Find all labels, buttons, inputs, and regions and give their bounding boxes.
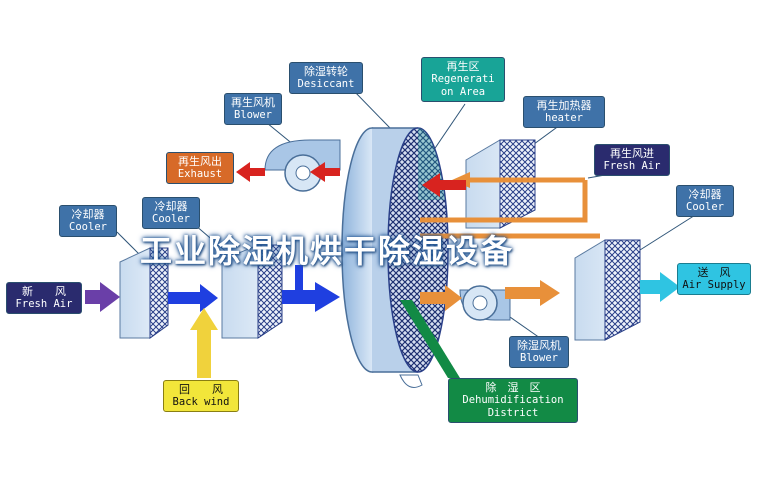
label-dehum-district-en2: District <box>487 407 539 419</box>
cooler-left-unit <box>119 247 169 339</box>
label-cooler-middle-cn: 冷却器 <box>154 200 188 213</box>
label-regen-fresh-air-cn: 再生风进 <box>610 147 654 160</box>
regen-heater-unit <box>465 139 536 229</box>
label-air-supply-en: Air Supply <box>682 279 746 291</box>
label-regen-blower: 再生风机 Blower <box>224 93 282 125</box>
label-dehum-blower: 除湿风机 Blower <box>509 336 569 368</box>
label-cooler-left-en: Cooler <box>69 221 107 233</box>
label-back-wind-cn: 回 风 <box>179 383 223 396</box>
label-dehum-district-cn: 除 湿 区 <box>485 381 541 394</box>
label-regeneration-area-en1: Regenerati <box>431 73 495 85</box>
headline: 工业除湿机烘干除湿设备 <box>140 232 515 270</box>
back-wind-arrow <box>190 308 218 378</box>
label-cooler-left-cn: 冷却器 <box>71 208 105 221</box>
label-regen-fresh-air-en: Fresh Air <box>603 160 661 172</box>
supply-air-arrow <box>640 272 680 302</box>
label-regeneration-area-en2: on Area <box>440 86 486 98</box>
cooler-right-unit <box>574 239 641 341</box>
label-back-wind: 回 风 Back wind <box>163 380 239 412</box>
label-regeneration-area-cn: 再生区 <box>446 60 480 73</box>
label-dehum-district-en1: Dehumidification <box>462 394 564 406</box>
label-back-wind-en: Back wind <box>172 396 230 408</box>
to-cooler-arrow <box>505 280 560 306</box>
label-air-supply-cn: 送 风 <box>697 266 731 279</box>
label-desiccant-en: Desiccant <box>297 78 355 90</box>
label-cooler-right-en: Cooler <box>686 201 724 213</box>
label-cooler-middle-en: Cooler <box>152 213 190 225</box>
label-regen-exhaust: 再生风出 Exhaust <box>166 152 234 184</box>
label-regen-heater: 再生加热器 heater <box>523 96 605 128</box>
label-regeneration-area: 再生区 Regenerati on Area <box>421 57 505 102</box>
label-fresh-air-in-cn: 新 风 <box>22 285 66 298</box>
label-dehum-blower-cn: 除湿风机 <box>517 339 561 352</box>
label-regen-heater-en: heater <box>545 112 583 124</box>
label-regen-blower-en: Blower <box>234 109 272 121</box>
label-fresh-air-in: 新 风 Fresh Air <box>6 282 82 314</box>
label-regen-exhaust-cn: 再生风出 <box>178 155 222 168</box>
cooler-middle-unit <box>221 244 283 339</box>
label-dehum-blower-en: Blower <box>520 352 558 364</box>
exhaust-arrows <box>236 162 466 197</box>
process-air-arrows <box>168 265 340 312</box>
dehum-zone-pointer <box>400 300 460 378</box>
regen-blower-unit <box>264 139 341 192</box>
label-fresh-air-in-en: Fresh Air <box>15 298 73 310</box>
label-regen-exhaust-en: Exhaust <box>177 168 223 180</box>
label-cooler-middle: 冷却器 Cooler <box>142 197 200 229</box>
label-regen-blower-cn: 再生风机 <box>231 96 275 109</box>
label-cooler-right-cn: 冷却器 <box>688 188 722 201</box>
label-regen-heater-cn: 再生加热器 <box>536 99 592 112</box>
label-air-supply: 送 风 Air Supply <box>677 263 751 295</box>
regen-air-path <box>420 177 600 239</box>
label-cooler-left: 冷却器 Cooler <box>59 205 117 237</box>
label-desiccant: 除湿转轮 Desiccant <box>289 62 363 94</box>
label-dehum-district: 除 湿 区 Dehumidification District <box>448 378 578 423</box>
fresh-air-arrow <box>85 282 120 312</box>
label-cooler-right: 冷却器 Cooler <box>676 185 734 217</box>
label-desiccant-cn: 除湿转轮 <box>304 65 348 78</box>
dehum-blower-unit <box>459 285 511 321</box>
dehum-air-arrow <box>420 285 462 311</box>
label-regen-fresh-air: 再生风进 Fresh Air <box>594 144 670 176</box>
